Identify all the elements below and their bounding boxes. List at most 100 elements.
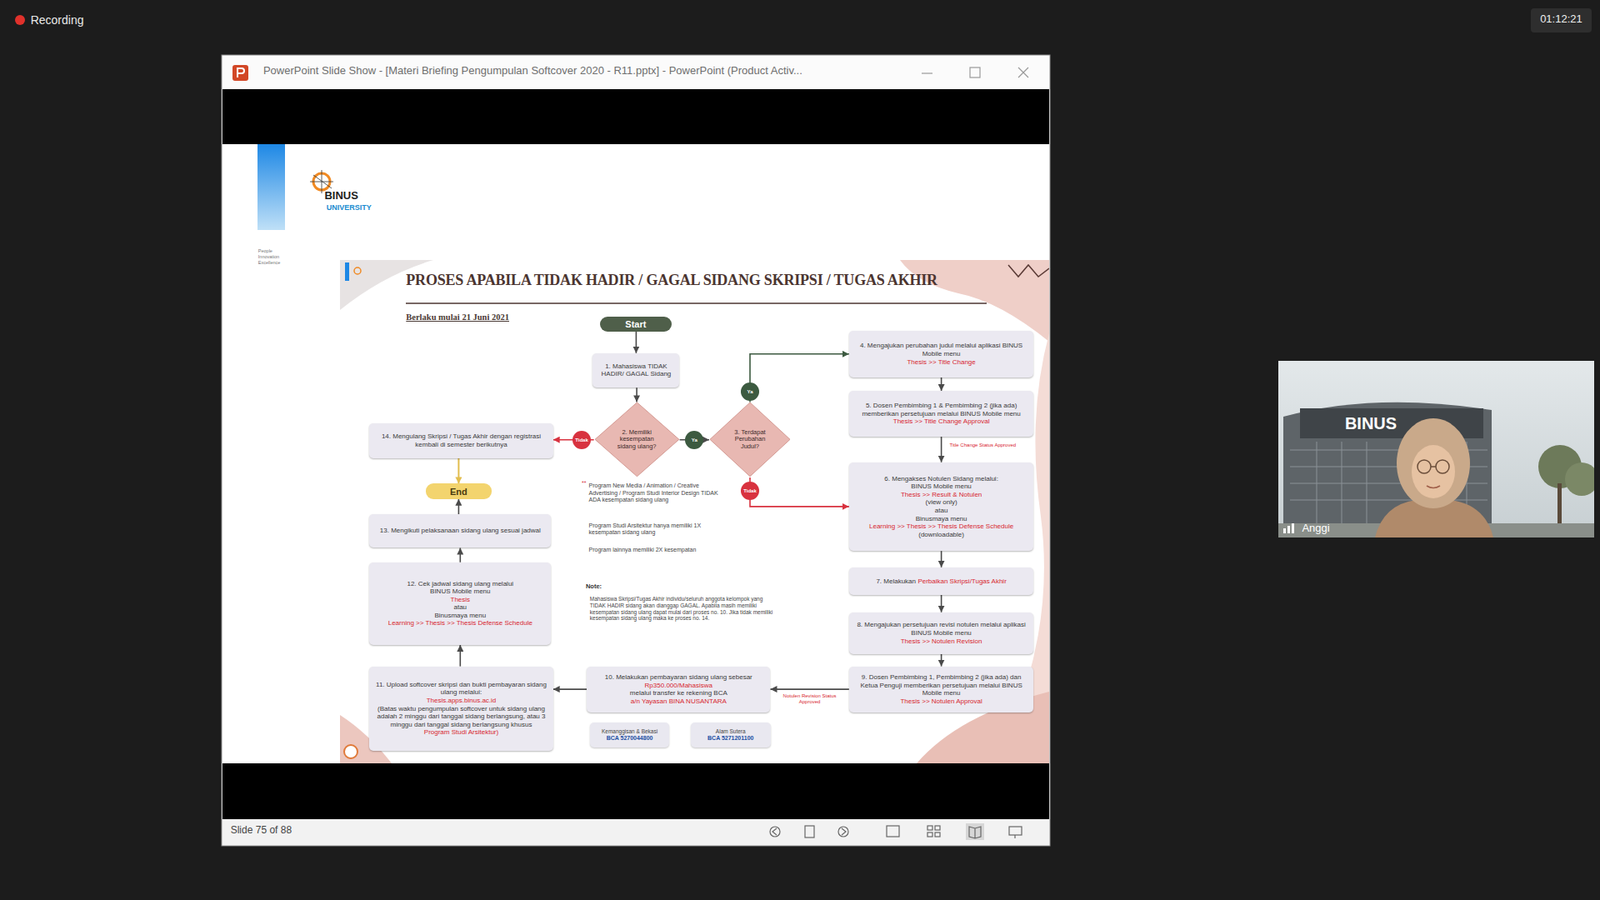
status-bar-icons-part [1014, 835, 1015, 839]
webcam-tile-part [1283, 528, 1286, 534]
process-box: 9. Dosen Pembimbing 1, Pembimbing 2 (jik… [849, 666, 1035, 713]
node-text: Thesis >> Title Change [854, 358, 1030, 367]
node-text: Binusmaya menu [374, 611, 546, 620]
decision-answer: Ya [740, 382, 760, 401]
app-window-part [970, 67, 980, 78]
app-window-part [921, 72, 933, 74]
node-text: Program Studi Arsitektur) [374, 728, 548, 737]
status-bar-icons-part [927, 825, 933, 830]
node-text: Binusmaya menu [854, 515, 1030, 524]
connector [940, 436, 943, 463]
end-terminal: End [425, 483, 493, 499]
connector [770, 688, 850, 690]
edge-label: Title Change Status Approved [950, 442, 1017, 449]
node-text: 9. Dosen Pembimbing 1, Pembimbing 2 (jik… [854, 673, 1030, 698]
flowchart-background [340, 260, 1050, 764]
node-text: 5. Dosen Pembimbing 1 & Pembimbing 2 (ji… [854, 401, 1030, 418]
node-text: Perbaikan Skripsi/Tugas Akhir [917, 577, 1006, 585]
note-heading: Note: [585, 582, 602, 590]
process-box: 1. Mahasiswa TIDAK HADIR/ GAGAL Sidang [592, 353, 680, 389]
tagline-text: Innovation [258, 254, 280, 260]
node-text: BCA 5270044800 [593, 735, 667, 742]
node-text: Learning >> Thesis >> Thesis Defense Sch… [854, 522, 1030, 531]
bank-account-box: Alam SuteraBCA 5271201100 [690, 722, 771, 749]
node-text: a/n Yayasan BINA NUSANTARA [591, 697, 765, 706]
node-text: Learning >> Thesis >> Thesis Defense Sch… [374, 619, 546, 628]
timer-panel [1530, 8, 1592, 33]
webcam-tile-part [1278, 360, 1595, 538]
tagline-text: Excellence [258, 260, 281, 266]
webcam-tile-part [1291, 523, 1295, 534]
app-window-part [222, 55, 1050, 90]
start-terminal: Start [600, 316, 672, 332]
connector [457, 458, 460, 485]
node-text: (Batas waktu pengumpulan softcover untuk… [374, 705, 548, 730]
node-text: Start [625, 319, 646, 330]
app-window-part [222, 144, 1050, 764]
node-text: (downloadable) [854, 530, 1030, 540]
connector [750, 354, 850, 403]
node-text: Rp350.000/Mahasiswa [591, 681, 765, 690]
program-note: Program lainnya memiliki 2X kesempatan [589, 546, 768, 554]
process-box: 5. Dosen Pembimbing 1 & Pembimbing 2 (ji… [849, 390, 1035, 437]
process-box: 12. Cek jadwal sidang ulang melaluiBINUS… [369, 562, 551, 645]
node-text: Kemanggisan & Bekasi [593, 728, 667, 735]
diamond-text-area: 2. Memiliki kesempatan sidang ulang? [612, 429, 661, 451]
participant-name: Anggi [1301, 521, 1330, 535]
node-text: 14. Mengulang Skripsi / Tugas Akhir deng… [374, 432, 548, 449]
status-bar-icons-part [886, 825, 900, 837]
status-bar-icons-part [935, 832, 940, 837]
call-timer: 01:12:21 [1530, 12, 1593, 26]
node-text: 6. Mengakses Notulen Sidang melalui: [854, 475, 1030, 484]
decision-answer: Ya [685, 430, 704, 450]
status-bar-icons-part [772, 828, 777, 835]
connector [458, 499, 460, 515]
diamond-fill [710, 402, 790, 477]
status-bar-icons-part [935, 825, 940, 830]
note-text: Mahasiswa Skripsi/Tugas Akhir individu/s… [590, 595, 774, 622]
decision-answer: Tidak [572, 430, 591, 450]
connector [635, 331, 638, 354]
text-line: 7. MelakukanPerbaikan Skripsi/Tugas Akhi… [854, 577, 1030, 586]
node-text: Alam Sutera [694, 728, 768, 735]
webcam-tile-part [1430, 465, 1436, 468]
app-window-part [237, 68, 245, 78]
webcam-tile-part [1426, 485, 1440, 489]
node-text: End [450, 486, 468, 497]
program-note: Program New Media / Animation / Creative… [589, 482, 727, 504]
node-text: Thesis >> Result & Notulen [854, 490, 1030, 500]
connector [635, 387, 638, 402]
node-text: 3. Terdapat Perubahan Judul? [727, 429, 774, 451]
logo-text: BINUS [324, 189, 358, 203]
node-text: Thesis >> Notulen Revision [854, 637, 1030, 646]
flowchart-background-part [405, 302, 987, 305]
connector [553, 688, 587, 690]
process-box: 4. Mengajukan perubahan judul melalui ap… [849, 330, 1035, 378]
webcam-tile-part [1411, 445, 1455, 499]
node-text: Thesis.apps.binus.ac.id [374, 696, 548, 705]
status-bar-icons-part [1009, 826, 1022, 835]
webcam-tile-part [1565, 462, 1595, 496]
decision-diamond: 3. Terdapat Perubahan Judul? [709, 401, 791, 478]
status-bar-icons-part [805, 825, 815, 838]
edge-label: Notulen Revision Status Approved [774, 693, 846, 705]
process-box: 10. Melakukan pembayaran sidang ulang se… [586, 666, 770, 713]
recording-indicator: Recording [30, 13, 85, 28]
node-text: BINUS Mobile menu [374, 587, 546, 596]
node-text: 2. Memiliki kesempatan sidang ulang? [612, 429, 661, 451]
node-text: 12. Cek jadwal sidang ulang melalui [374, 580, 546, 589]
decision-answer: Tidak [740, 481, 760, 500]
diamond-fill [595, 402, 680, 477]
flowchart-background-part [354, 267, 361, 275]
flowchart-background-part [1008, 265, 1050, 277]
process-box: 11. Upload softcover skripsi dan bukti p… [369, 666, 553, 752]
diagram-title: PROSES APABILA TIDAK HADIR / GAGAL SIDAN… [405, 271, 938, 290]
process-box: 13. Mengikuti pelaksanaan sidang ulang s… [369, 514, 551, 548]
process-box: 8. Mengajukan persetujuan revisi notulen… [849, 612, 1035, 655]
node-text: 13. Mengikuti pelaksanaan sidang ulang s… [374, 526, 546, 535]
